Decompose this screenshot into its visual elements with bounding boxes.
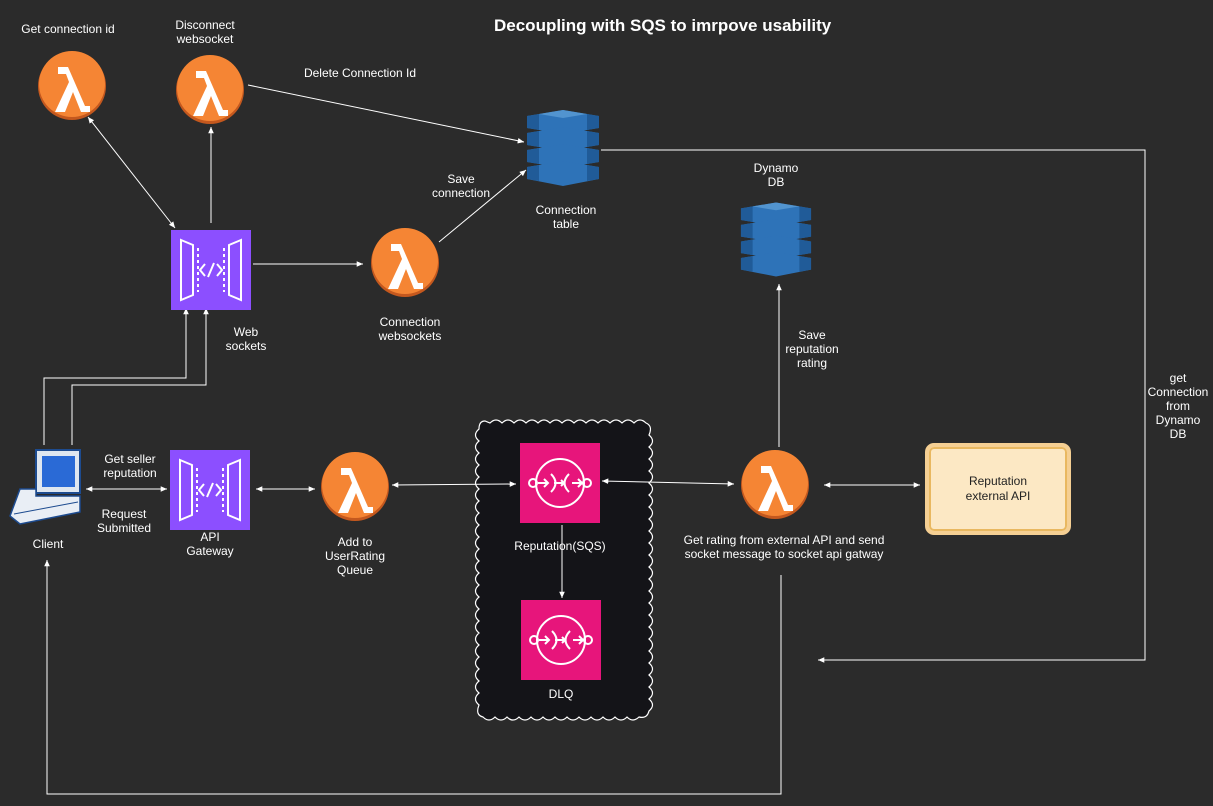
get-connection-from-dynamo-label: get Connection from Dynamo DB bbox=[1147, 371, 1209, 441]
client-label: Client bbox=[32, 537, 64, 551]
api-gateway-label: API Gateway bbox=[186, 530, 234, 558]
dynamo-db-label: Dynamo DB bbox=[753, 161, 799, 189]
dlq-label: DLQ bbox=[548, 687, 574, 701]
connection-websockets-lambda-icon bbox=[371, 228, 439, 297]
edge-save-connection bbox=[438, 169, 527, 243]
reputation-external-api-box: Reputation external API bbox=[925, 443, 1071, 535]
disconnect-label: Disconnect websocket bbox=[175, 18, 235, 46]
web-sockets-api-gateway-icon bbox=[171, 230, 251, 310]
diagram-title: Decoupling with SQS to imrpove usability bbox=[494, 16, 832, 35]
save-connection-label: Save connection bbox=[431, 172, 491, 200]
reputation-external-api-label: Reputation external API bbox=[965, 474, 1031, 503]
reputation-sqs-icon bbox=[520, 443, 600, 523]
get-connection-lambda-icon bbox=[38, 51, 106, 120]
edge-disconnect-table bbox=[247, 84, 525, 144]
client-laptop-icon bbox=[9, 449, 81, 525]
rating-lambda-icon bbox=[741, 450, 809, 519]
connection-table-dynamodb-icon bbox=[527, 110, 599, 186]
edge-rating-to-client bbox=[44, 560, 782, 795]
disconnect-lambda-icon bbox=[176, 55, 244, 124]
sqs-container bbox=[474, 419, 654, 721]
connection-table-label: Connection table bbox=[535, 203, 597, 231]
edge-sqs-rating-lambda bbox=[601, 478, 735, 487]
edge-add-lambda-sqs bbox=[391, 481, 517, 488]
get-connection-label: Get connection id bbox=[21, 22, 115, 36]
edge-ws-get-connection bbox=[87, 116, 176, 229]
reputation-sqs-label: Reputation(SQS) bbox=[514, 539, 606, 553]
add-to-queue-lambda-icon bbox=[321, 452, 389, 521]
web-sockets-label: Web sockets bbox=[225, 325, 267, 353]
add-to-queue-label: Add to UserRating Queue bbox=[324, 535, 386, 577]
edge-table-to-rating-response bbox=[601, 149, 1146, 663]
request-submitted-label: Request Submitted bbox=[96, 507, 152, 535]
delete-connection-label: Delete Connection Id bbox=[303, 66, 417, 80]
connection-websockets-label: Connection websockets bbox=[378, 315, 442, 343]
get-seller-reputation-label: Get seller reputation bbox=[103, 452, 157, 480]
dlq-sqs-icon bbox=[521, 600, 601, 680]
edge-client-ws-1 bbox=[43, 308, 189, 445]
rating-lambda-label: Get rating from external API and send so… bbox=[683, 533, 885, 561]
rest-api-gateway-icon bbox=[170, 450, 250, 530]
dynamo-db-icon bbox=[740, 202, 812, 277]
edge-client-ws-2 bbox=[71, 308, 209, 445]
save-reputation-label: Save reputation rating bbox=[785, 328, 839, 370]
